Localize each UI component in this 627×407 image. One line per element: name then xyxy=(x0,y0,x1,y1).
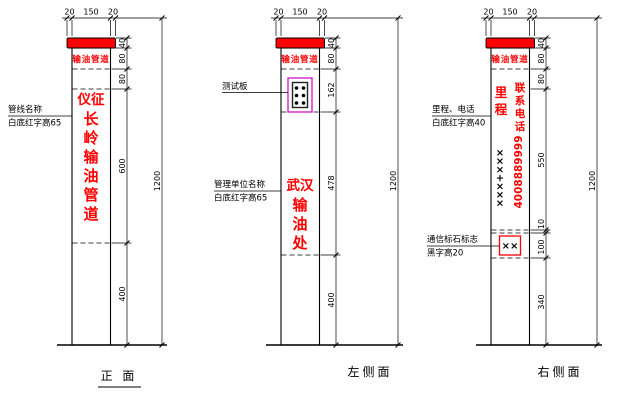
left-top-ext-lines xyxy=(275,20,325,36)
right-band-text: 输油管道 xyxy=(491,54,528,65)
test-board-terminal-dot xyxy=(294,86,299,90)
right-contact-char: 电 xyxy=(515,107,526,120)
callout-text: 测试板 xyxy=(222,81,248,92)
right-post-cap xyxy=(485,37,535,49)
right-post-body xyxy=(490,47,531,346)
right-phone-number: 4008889999 xyxy=(513,135,525,208)
right-chainage-text: ×××+××× xyxy=(495,149,506,208)
dim-label: 40 xyxy=(118,38,127,48)
dim-label: 80 xyxy=(537,53,546,63)
right-top-ext-lines xyxy=(485,20,535,36)
front-top-ext-lines xyxy=(66,20,116,36)
test-board-terminal-dot xyxy=(301,93,306,98)
left-unit-line: 处 xyxy=(291,234,308,252)
dim-label: 550 xyxy=(537,152,546,167)
front-name-line: 输 xyxy=(83,148,99,166)
view-title: 右侧面 xyxy=(537,364,582,379)
front-section-dashed-lines xyxy=(72,68,110,244)
left-chain-ext-lines xyxy=(320,37,341,256)
front-chain-ticks xyxy=(124,35,130,348)
right-chain-ticks xyxy=(543,35,549,348)
dim-label: 400 xyxy=(118,286,127,301)
view-title: 正 面 xyxy=(101,369,138,383)
dim-label: 100 xyxy=(537,239,546,254)
dim-label: 20 xyxy=(108,8,118,17)
right-chain-ext-lines xyxy=(530,37,551,259)
callout-text: 白底红字高65 xyxy=(8,118,61,129)
test-board-terminal-dot xyxy=(301,86,306,90)
right-mileage-char: 里 xyxy=(495,85,508,100)
front-name-line: 岭 xyxy=(83,129,98,147)
comm-marker-box xyxy=(498,235,522,256)
view-title: 左侧面 xyxy=(347,364,392,379)
test-board-terminal-dot xyxy=(301,101,306,105)
front-name-line: 仪征 xyxy=(77,91,105,108)
left-unit-line: 输 xyxy=(292,196,308,214)
dim-label: 40 xyxy=(327,38,336,48)
dim-label: 1200 xyxy=(389,171,398,191)
right-contact-char: 系 xyxy=(515,94,526,107)
left-chain-ticks xyxy=(333,35,339,348)
front-post-body xyxy=(71,47,112,346)
callout-text: 管理单位名称 xyxy=(214,179,266,190)
dim-label: 162 xyxy=(327,82,336,97)
right-contact-char: 话 xyxy=(515,120,526,133)
right-side-view: 20 150 20 输油管道 里 程 联 系 电 话 4008889999 ××… xyxy=(427,8,602,379)
front-name-line: 油 xyxy=(83,167,98,185)
test-board-inner-box xyxy=(291,81,309,109)
left-top-dim-ticks xyxy=(273,15,328,21)
dim-label: 80 xyxy=(118,74,127,84)
dim-label: 1200 xyxy=(153,171,162,191)
front-post-cap xyxy=(66,37,116,49)
callout-text: 黑字高20 xyxy=(427,248,463,259)
dim-label: 600 xyxy=(118,158,127,173)
comm-marker-text: ×× xyxy=(502,241,519,252)
dim-label: 20 xyxy=(483,8,493,17)
left-unit-line: 武汉 xyxy=(287,177,314,194)
callout-text: 白底红字高40 xyxy=(432,118,485,129)
left-unit-line: 油 xyxy=(292,215,307,233)
right-contact-char: 联 xyxy=(515,81,526,94)
dim-label: 400 xyxy=(327,292,336,307)
callout-text: 白底红字高65 xyxy=(214,193,267,204)
dim-label: 40 xyxy=(537,38,546,48)
dim-label: 20 xyxy=(317,8,327,17)
callout-text: 里程、电话 xyxy=(432,104,475,115)
dim-label: 80 xyxy=(537,74,546,84)
right-top-dim-ticks xyxy=(483,15,538,21)
dim-label: 340 xyxy=(537,294,546,309)
dim-label: 150 xyxy=(83,8,98,17)
dim-label: 150 xyxy=(292,8,307,17)
callout-text: 通信标石标志 xyxy=(427,234,479,245)
test-board-terminal-dot xyxy=(294,93,299,98)
dim-label: 1200 xyxy=(588,171,597,191)
front-chain-ext-lines xyxy=(111,37,132,244)
front-name-line: 道 xyxy=(83,205,98,223)
test-board-terminal-dot xyxy=(294,101,299,105)
front-name-line: 管 xyxy=(83,186,98,204)
callout-text: 管线名称 xyxy=(8,104,43,115)
left-post-cap xyxy=(275,37,325,49)
dim-label: 80 xyxy=(327,53,336,63)
front-band-text: 输油管道 xyxy=(72,54,109,65)
front-view: 20 150 20 输油管道 仪征 长 岭 输 油 管 道 40 80 80 6… xyxy=(8,8,167,388)
left-side-view: 20 150 20 输油管道 测试板 武汉 输 油 处 管理单位名称 白底红字高… xyxy=(214,8,403,379)
right-section-dashed-lines xyxy=(491,68,529,259)
dim-label: 80 xyxy=(118,53,127,63)
dim-label: 478 xyxy=(327,175,336,190)
right-mileage-char: 程 xyxy=(495,102,508,117)
dim-label: 20 xyxy=(527,8,537,17)
left-band-text: 输油管道 xyxy=(281,54,318,65)
dim-label: 10 xyxy=(537,219,546,229)
front-name-line: 长 xyxy=(83,110,99,128)
front-top-dim-ticks xyxy=(64,15,119,21)
dim-label: 20 xyxy=(64,8,74,17)
dim-label: 20 xyxy=(273,8,283,17)
dim-label: 150 xyxy=(502,8,517,17)
